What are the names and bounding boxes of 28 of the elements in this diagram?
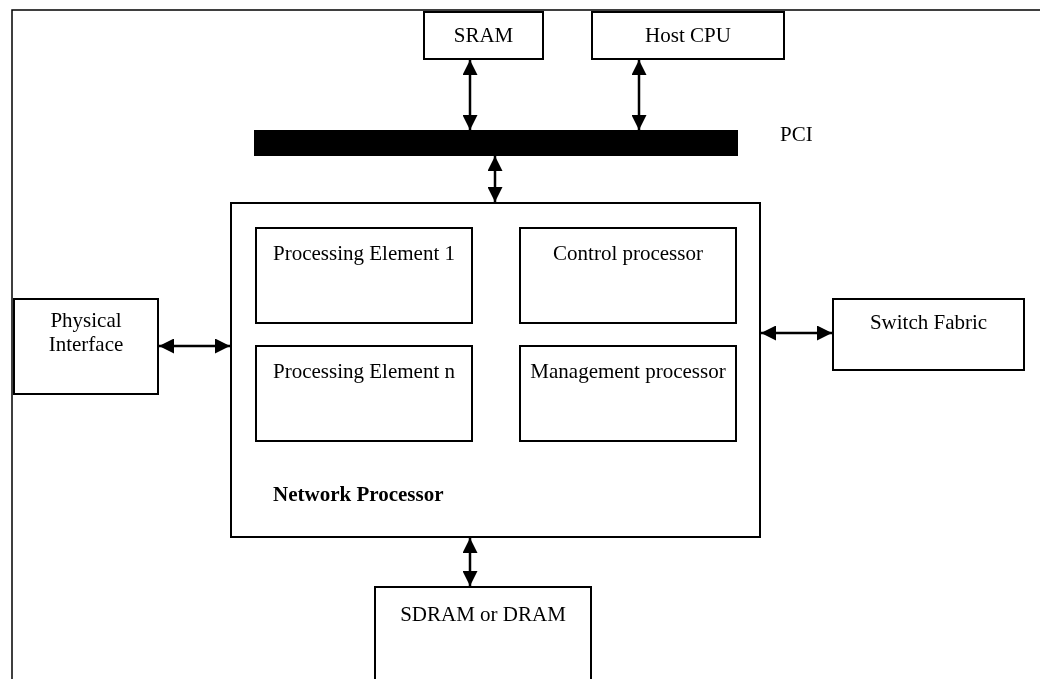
component-box	[255, 345, 473, 442]
box-label: Physical Interface	[47, 308, 125, 356]
component-box	[255, 227, 473, 324]
container-title: Network Processor	[273, 482, 444, 506]
double-arrow	[631, 60, 647, 130]
component-box	[423, 11, 544, 60]
box-label: Control processor	[552, 241, 704, 265]
component-box	[519, 345, 737, 442]
double-arrow	[462, 538, 478, 586]
box-label: Management processor	[529, 359, 727, 383]
box-label: Processing Element n	[272, 359, 456, 383]
box-label: Host CPU	[644, 23, 732, 47]
box-label: SDRAM or DRAM	[399, 602, 567, 626]
box-label: Switch Fabric	[868, 310, 989, 334]
box-label: SRAM	[452, 23, 515, 47]
bus-bar	[254, 130, 738, 156]
double-arrow	[462, 60, 478, 130]
component-box	[832, 298, 1025, 371]
double-arrow	[487, 156, 503, 202]
component-box	[13, 298, 159, 395]
double-arrow	[159, 338, 230, 354]
component-box	[374, 586, 592, 679]
component-box	[519, 227, 737, 324]
box-label: Processing Element 1	[272, 241, 456, 265]
double-arrow	[761, 325, 832, 341]
component-box	[591, 11, 785, 60]
bus-label: PCI	[780, 122, 813, 146]
container-box	[230, 202, 761, 538]
